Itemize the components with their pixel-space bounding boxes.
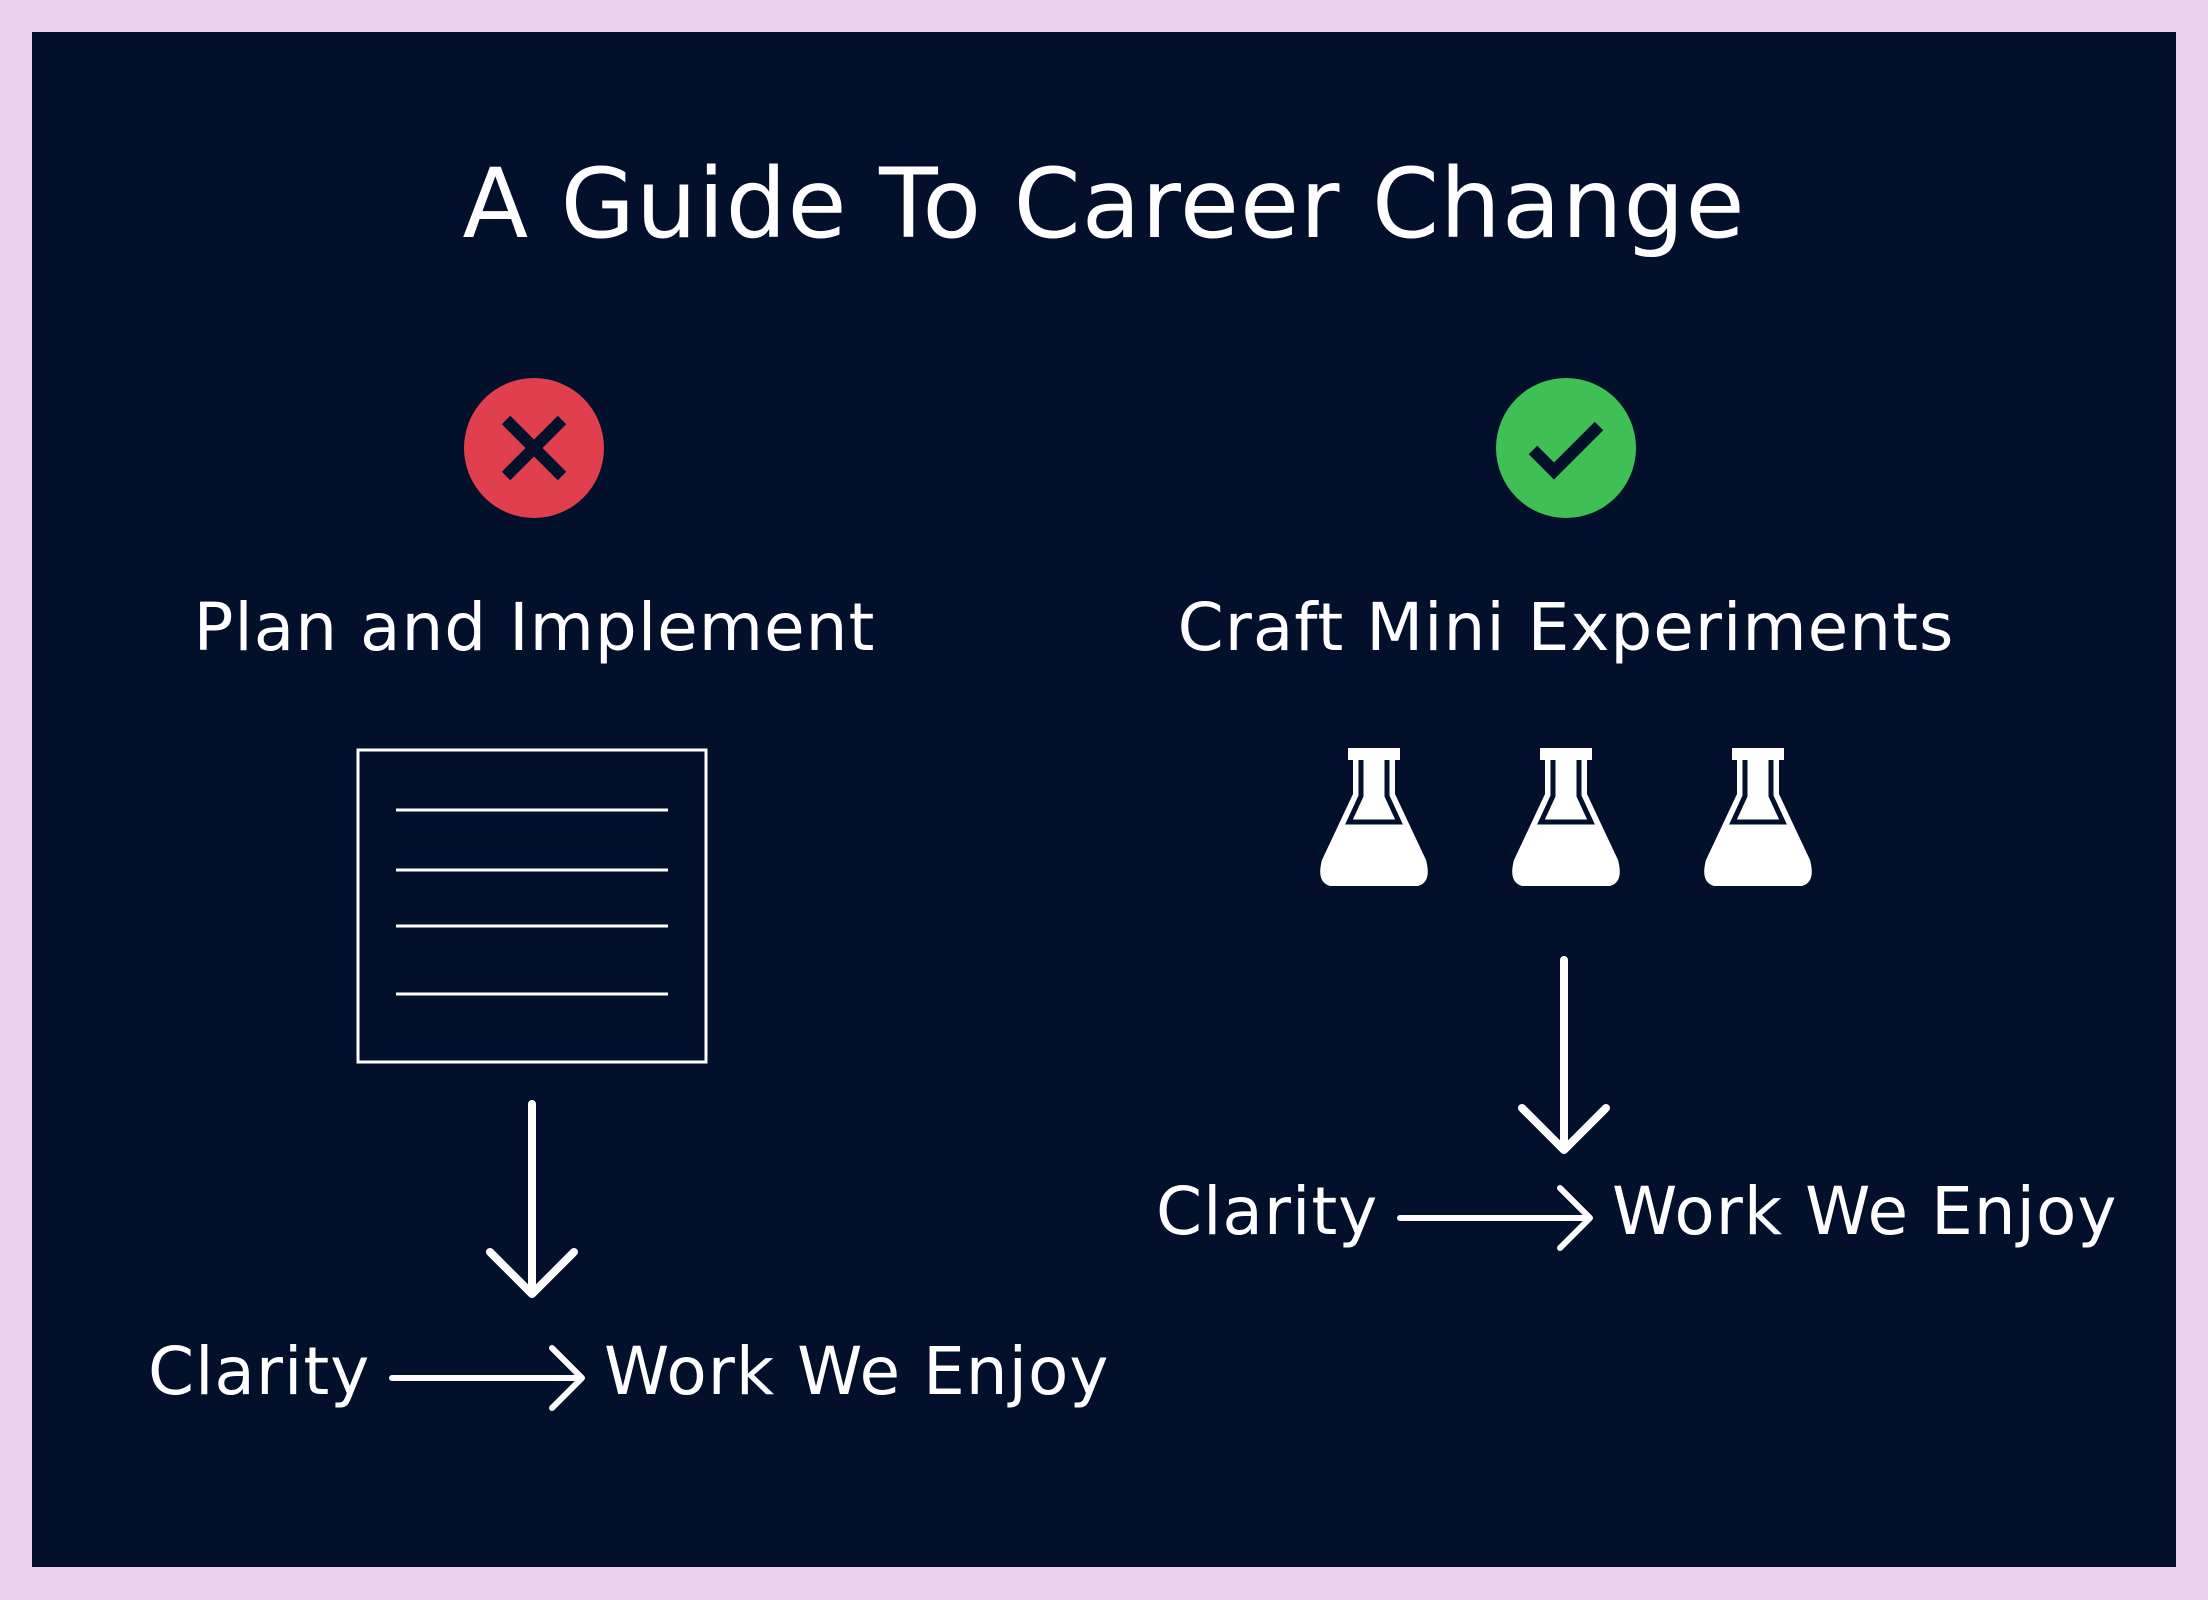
right-flow-to: Work We Enjoy — [1612, 1173, 2118, 1250]
left-flow-to: Work We Enjoy — [604, 1333, 1110, 1410]
flask-icon — [1320, 748, 1428, 886]
diagram-title: A Guide To Career Change — [462, 148, 1746, 260]
right-arrow-icon — [1397, 1185, 1593, 1251]
left-flow-from: Clarity — [148, 1333, 371, 1410]
flask-icon — [1512, 748, 1620, 886]
right-arrow-icon — [389, 1345, 585, 1411]
left-column: Plan and Implement Clarity Work We Enjoy — [32, 32, 1108, 1567]
diagram-canvas: A Guide To Career Change Plan and Implem… — [32, 32, 2176, 1567]
down-arrow-icon — [486, 1100, 578, 1298]
right-column: Craft Mini Experiments Clarity Work We E… — [1104, 32, 2176, 1567]
check-icon — [1496, 378, 1636, 518]
right-heading: Craft Mini Experiments — [1177, 589, 1955, 666]
left-heading: Plan and Implement — [193, 589, 876, 666]
document-icon — [356, 748, 708, 1064]
cross-icon — [464, 378, 604, 518]
down-arrow-icon — [1518, 956, 1610, 1154]
right-flow-from: Clarity — [1156, 1173, 1379, 1250]
flask-icon — [1704, 748, 1812, 886]
